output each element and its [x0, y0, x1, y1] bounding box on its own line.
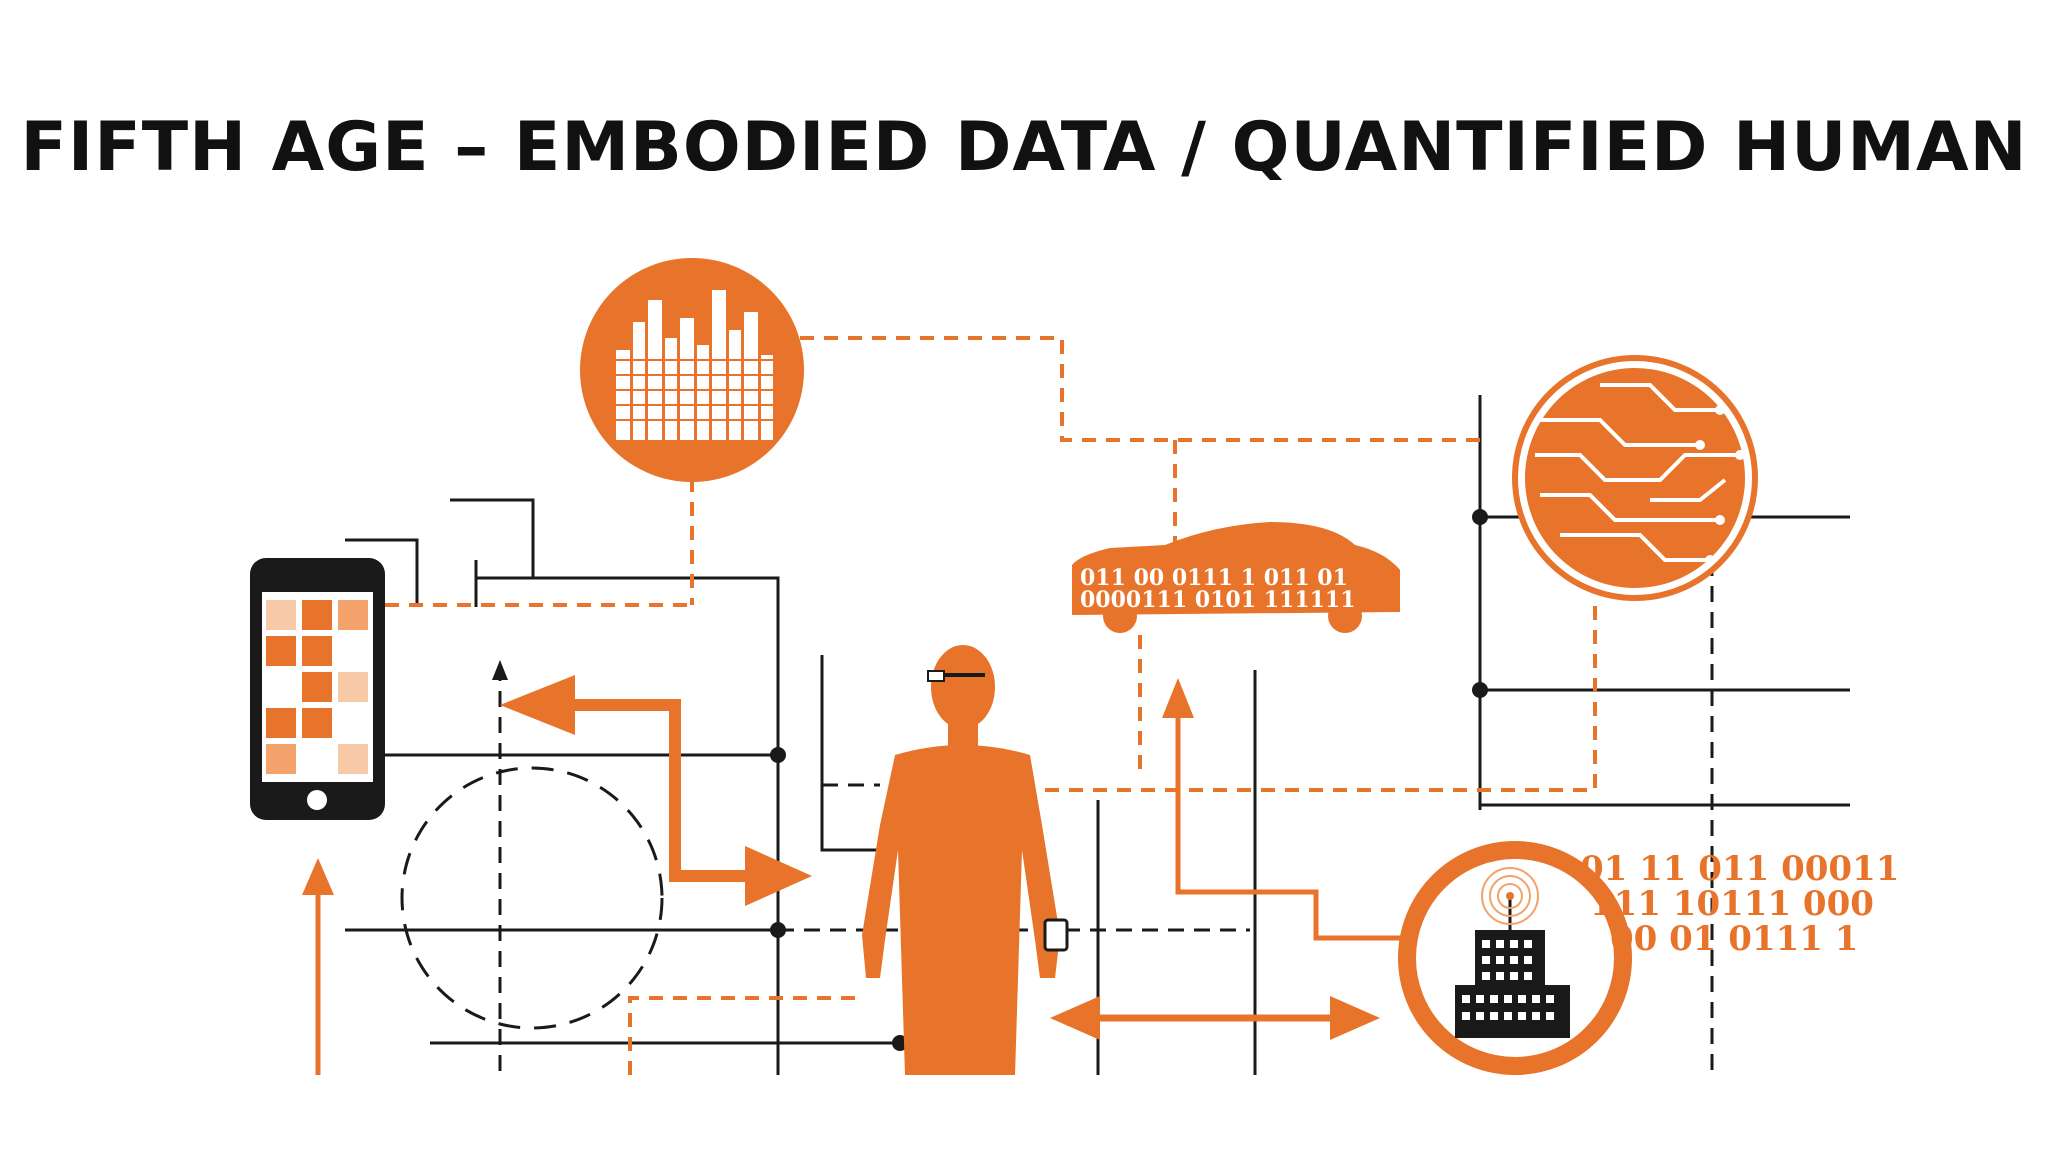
- page-title: FIFTH AGE – EMBODIED DATA / QUANTIFIED H…: [20, 108, 2028, 187]
- office-building-icon: [1398, 841, 1632, 1075]
- person-icon: [862, 645, 1060, 1075]
- circuit-board-icon: [1512, 355, 1758, 601]
- binary-stream: 01 11 011 00011 111 10111 000 00 01 0111…: [1580, 849, 1899, 959]
- smart-glasses-icon: [927, 670, 985, 682]
- car-icon: 011 00 0111 1 011 01 0000111 0101 111111: [1072, 522, 1400, 633]
- orange-dashed-lines: [385, 336, 1597, 1075]
- binary-line-2: 111 10111 000: [1590, 884, 1874, 924]
- city-skyline-icon: [580, 258, 804, 482]
- dashed-orbit-circle: [400, 766, 664, 1030]
- binary-line-3: 00 01 0111 1: [1610, 919, 1858, 959]
- car-binary-line-1: 011 00 0111 1 011 01: [1080, 565, 1348, 591]
- smartwatch-icon: [1043, 918, 1069, 952]
- smartphone-icon: [250, 558, 385, 820]
- axis-arrowhead: [492, 660, 508, 680]
- junction-dots: [770, 509, 1488, 1051]
- car-binary-line-2: 0000111 0101 111111: [1080, 587, 1356, 613]
- signal-antenna-icon: [1481, 867, 1539, 930]
- binary-line-1: 01 11 011 00011: [1580, 849, 1899, 889]
- orange-arrows: [302, 675, 1405, 1075]
